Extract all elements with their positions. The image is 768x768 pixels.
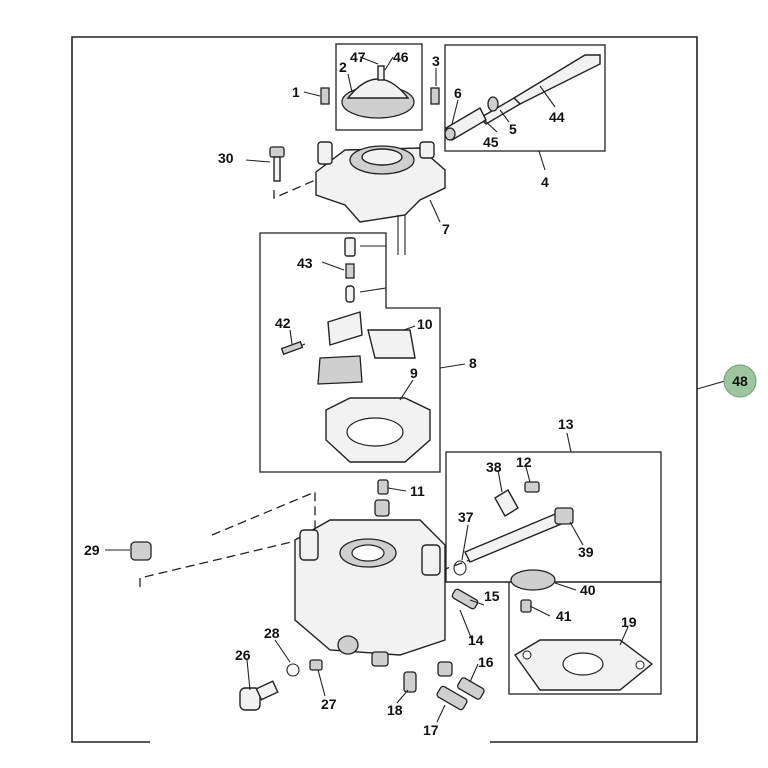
callout-16: 16 — [478, 654, 494, 670]
adjustment-screws — [371, 588, 485, 711]
callout-2: 2 — [339, 59, 347, 75]
callout-28: 28 — [264, 625, 280, 641]
callout-12: 12 — [516, 454, 532, 470]
callout-30: 30 — [218, 150, 234, 166]
callout-43: 43 — [297, 255, 313, 271]
callout-40: 40 — [580, 582, 596, 598]
callout-17: 17 — [423, 722, 439, 738]
gasket — [325, 397, 431, 463]
needle-valve — [344, 237, 356, 303]
screw-30 — [269, 146, 285, 182]
callout-46: 46 — [393, 49, 409, 65]
callout-37: 37 — [458, 509, 474, 525]
alignment-line-30 — [273, 177, 321, 199]
callout-8: 8 — [469, 355, 477, 371]
subassembly-frame-8 — [259, 232, 441, 473]
screw-3 — [430, 87, 440, 105]
callout-11: 11 — [410, 483, 425, 499]
throttle-shaft-assembly — [453, 481, 574, 613]
callout-26: 26 — [235, 647, 251, 663]
plug-29 — [130, 541, 152, 561]
carburetor-top-cover — [315, 141, 446, 255]
screw-1 — [320, 87, 330, 105]
subassembly-frame-4 — [444, 44, 606, 152]
alignment-line-29 — [139, 539, 301, 587]
callout-9: 9 — [410, 365, 418, 381]
callout-27: 27 — [321, 696, 337, 712]
assembly-badge-48[interactable]: 48 — [723, 364, 757, 398]
drain-screw-assembly — [239, 659, 323, 711]
callout-41: 41 — [556, 608, 572, 624]
subassembly-frame-19 — [508, 581, 662, 695]
assembly-frame — [71, 36, 698, 743]
subassembly-frame-2 — [335, 43, 423, 131]
callout-4: 4 — [541, 174, 549, 190]
callout-38: 38 — [486, 459, 502, 475]
callout-14: 14 — [468, 632, 484, 648]
callout-13: 13 — [558, 416, 574, 432]
callout-1: 1 — [292, 84, 300, 100]
callout-15: 15 — [484, 588, 500, 604]
callout-5: 5 — [509, 121, 517, 137]
float — [280, 311, 416, 385]
diaphragm-assembly — [341, 65, 415, 119]
carburetor-body — [294, 479, 446, 656]
callout-6: 6 — [454, 85, 462, 101]
alignment-line-body — [211, 491, 316, 536]
callout-10: 10 — [417, 316, 433, 332]
callout-7: 7 — [442, 221, 450, 237]
mounting-gasket — [513, 639, 654, 691]
callout-19: 19 — [621, 614, 637, 630]
callout-44: 44 — [549, 109, 565, 125]
callout-3: 3 — [432, 53, 440, 69]
choke-rod-assembly — [444, 54, 601, 141]
callout-45: 45 — [483, 134, 499, 150]
callout-18: 18 — [387, 702, 403, 718]
callout-39: 39 — [578, 544, 594, 560]
callout-29: 29 — [84, 542, 100, 558]
callout-42: 42 — [275, 315, 291, 331]
svg-text:48: 48 — [732, 373, 748, 389]
callout-47: 47 — [350, 49, 366, 65]
